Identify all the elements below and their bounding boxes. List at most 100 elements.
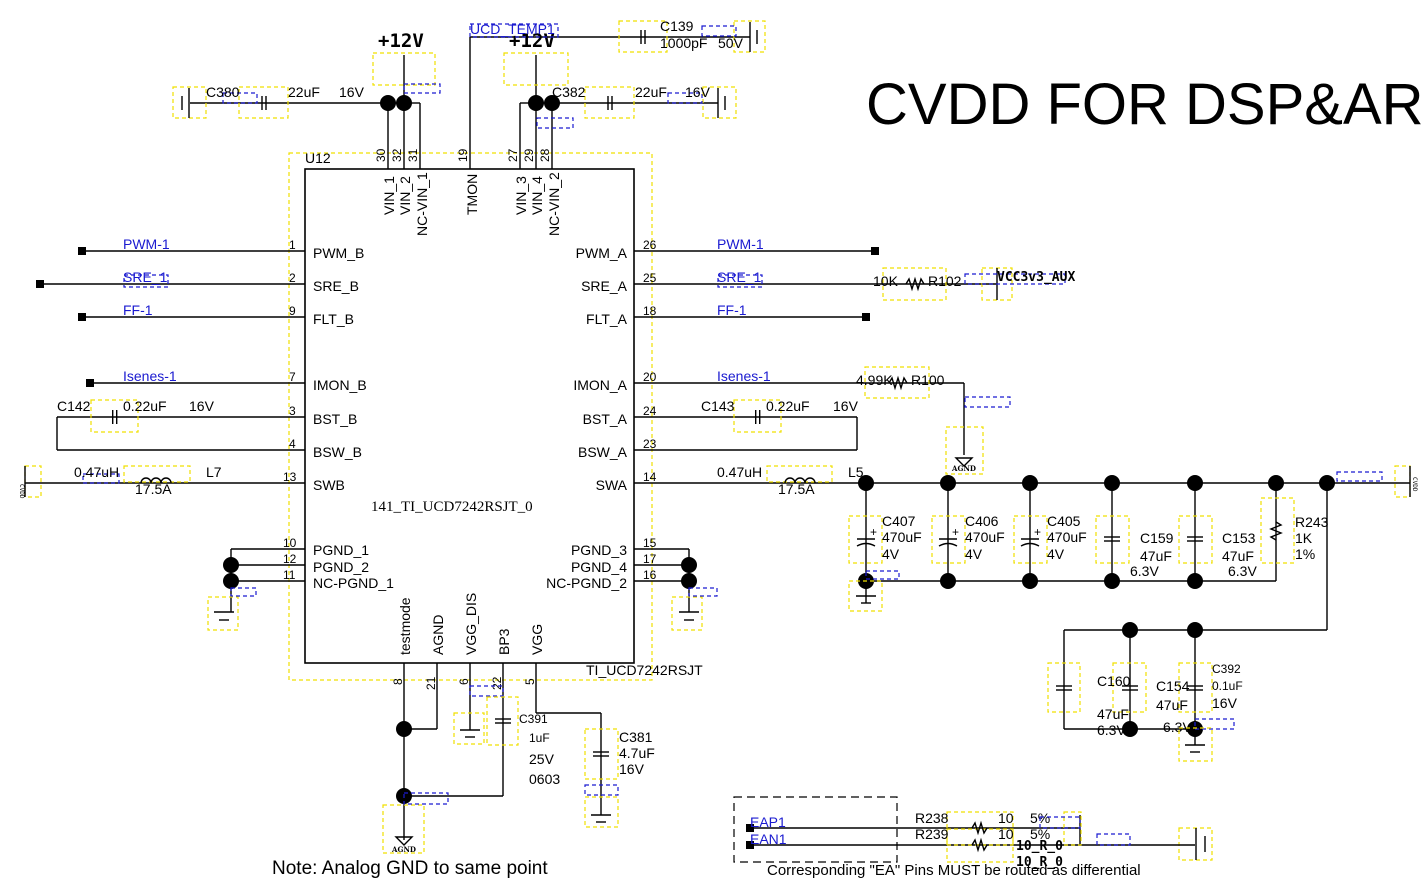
svg-text:16V: 16V (189, 398, 215, 414)
ground-icon (671, 587, 718, 631)
pin-name: PGND_2 (313, 559, 369, 575)
svg-text:0603: 0603 (529, 771, 560, 787)
svg-text:L5: L5 (848, 464, 864, 480)
pin-name: FLT_A (586, 311, 628, 327)
capacitor-c407[interactable]: + C407 470uF 4V (848, 513, 922, 564)
net-ucd-temp: UCD_TEMP1 (469, 21, 559, 38)
net-label-pwm: PWM-1 (717, 236, 764, 252)
capacitor-c381[interactable]: C381 4.7uF 16V (584, 728, 655, 780)
svg-text:C153: C153 (1222, 530, 1256, 546)
svg-text:C391: C391 (519, 712, 548, 726)
ground-icon (584, 784, 619, 828)
svg-text:16V: 16V (685, 84, 711, 100)
svg-text:4.7uF: 4.7uF (619, 745, 655, 761)
svg-text:4.99K: 4.99K (856, 372, 893, 388)
pin-name: VGG (529, 624, 545, 655)
signal-net-labels: PWM-1 SRE_1 FF-1 Isenes-1 PWM-1 SRE_1 FF… (123, 236, 771, 384)
svg-text:16V: 16V (1212, 695, 1238, 711)
svg-text:470uF: 470uF (882, 529, 922, 545)
inductor-l7[interactable]: CVDD 0.47uH L7 17.5A (18, 464, 222, 499)
pin-name: IMON_A (573, 377, 627, 393)
pin-number: 23 (643, 437, 657, 451)
capacitor-c143[interactable]: C143 0.22uF 16V (701, 398, 859, 433)
pin-name: BST_B (313, 411, 357, 427)
net-label-sre: SRE_1 (123, 269, 168, 285)
pin-name: testmode (397, 597, 413, 655)
svg-text:30: 30 (374, 148, 388, 162)
svg-text:47uF: 47uF (1222, 548, 1254, 564)
capacitor-c139[interactable]: C139 1000pF 50V (618, 18, 766, 53)
capacitor-c154[interactable]: C154 47uF 6.3V (1156, 662, 1213, 735)
capacitor-c406[interactable]: + C406 470uF 4V (931, 513, 1005, 564)
junction-dot (380, 95, 396, 111)
inductor-l5[interactable]: 0.47uH L5 17.5A (717, 464, 864, 497)
ic-part-number: TI_UCD7242RSJT (586, 662, 703, 678)
svg-text:0.1uF: 0.1uF (1212, 679, 1243, 693)
junction-dot (396, 721, 412, 737)
power-rail-12v-left[interactable]: +12V (372, 30, 441, 94)
resistor-r238-ref: R238 (915, 810, 949, 826)
junction-dot (1022, 573, 1038, 589)
off-page-connectors[interactable] (36, 247, 879, 387)
pin-name: VIN_1 (381, 176, 397, 215)
svg-text:C405: C405 (1047, 513, 1081, 529)
pin-name: SWA (596, 477, 628, 493)
capacitor-c160-unlabeled[interactable] (1047, 662, 1081, 713)
ea-differential-section[interactable]: EAP1 EAN1 R238 10 5% R239 10 5% 10_R_0 1… (733, 796, 1195, 870)
junction-dot (681, 573, 697, 589)
pin-name: NC-VIN_1 (414, 172, 430, 236)
svg-text:C142: C142 (57, 398, 91, 414)
pin-number: 14 (643, 470, 657, 484)
capacitor-c142[interactable]: C142 0.22uF 16V (57, 398, 215, 433)
svg-text:0.47uH: 0.47uH (717, 464, 762, 480)
capacitor-c380[interactable]: C380 22uF 16V (172, 84, 404, 119)
svg-text:C154: C154 (1156, 678, 1190, 694)
svg-text:22: 22 (490, 676, 504, 690)
svg-text:C143: C143 (701, 398, 735, 414)
capacitor-c392[interactable]: C392 0.1uF 16V (1194, 662, 1243, 730)
capacitor-c159[interactable]: C159 47uF 6.3V (1095, 515, 1174, 579)
bottom-pins: 8 21 6 22 5 testmode AGND VGG_DIS BP3 VG… (391, 593, 602, 840)
pin-number: 16 (643, 568, 657, 582)
pin-name: PGND_3 (571, 542, 627, 558)
pin-name: PWM_A (576, 245, 628, 261)
pin-name: VGG_DIS (463, 593, 479, 655)
svg-text:C139: C139 (660, 18, 694, 34)
resistor-r243[interactable]: R243 1K 1% (1260, 497, 1329, 564)
port-pwm-b (78, 247, 86, 255)
svg-text:+12V: +12V (378, 30, 424, 52)
pin-name: VIN_2 (397, 176, 413, 215)
net-label-ff: FF-1 (717, 302, 747, 318)
svg-text:AGND: AGND (391, 845, 416, 854)
pin-name: PGND_4 (571, 559, 627, 575)
capacitor-c160[interactable]: C160 47uF 6.3V (1097, 662, 1147, 738)
capacitor-c405[interactable]: + C405 470uF 4V (1013, 513, 1087, 564)
svg-text:R102: R102 (928, 273, 962, 289)
power-rail-12v-right[interactable]: +12V (503, 30, 574, 129)
capacitor-c391[interactable]: C391 1uF 25V 0603 (486, 696, 560, 787)
svg-text:6: 6 (457, 678, 471, 685)
capacitor-c153[interactable]: C153 47uF 6.3V (1178, 515, 1257, 579)
net-label-sre: SRE_1 (717, 269, 762, 285)
junction-dots (223, 95, 1335, 804)
ground-icon (207, 587, 257, 631)
pin-number: 13 (283, 470, 297, 484)
svg-text:R100: R100 (911, 372, 945, 388)
junction-dot (940, 573, 956, 589)
svg-text:0.47uH: 0.47uH (74, 464, 119, 480)
svg-text:C159: C159 (1140, 530, 1174, 546)
pin-number: 4 (289, 437, 296, 451)
svg-text:C380: C380 (206, 84, 240, 100)
pin-number: 25 (643, 271, 657, 285)
port-isense-b (86, 379, 94, 387)
svg-text:22uF: 22uF (288, 84, 320, 100)
svg-text:47uF: 47uF (1140, 548, 1172, 564)
pin-number: 10 (283, 536, 297, 550)
resistor-r102[interactable]: 10K R102 VCC3v3_AUX (873, 267, 1075, 301)
svg-text:5: 5 (523, 678, 537, 685)
capacitor-c382[interactable]: C382 22uF 16V (536, 84, 737, 119)
pin-number: 12 (283, 552, 297, 566)
junction-dot (1187, 622, 1203, 638)
resistor-r100[interactable]: 4.99K R100 (856, 366, 1011, 455)
svg-text:50V: 50V (718, 35, 744, 51)
